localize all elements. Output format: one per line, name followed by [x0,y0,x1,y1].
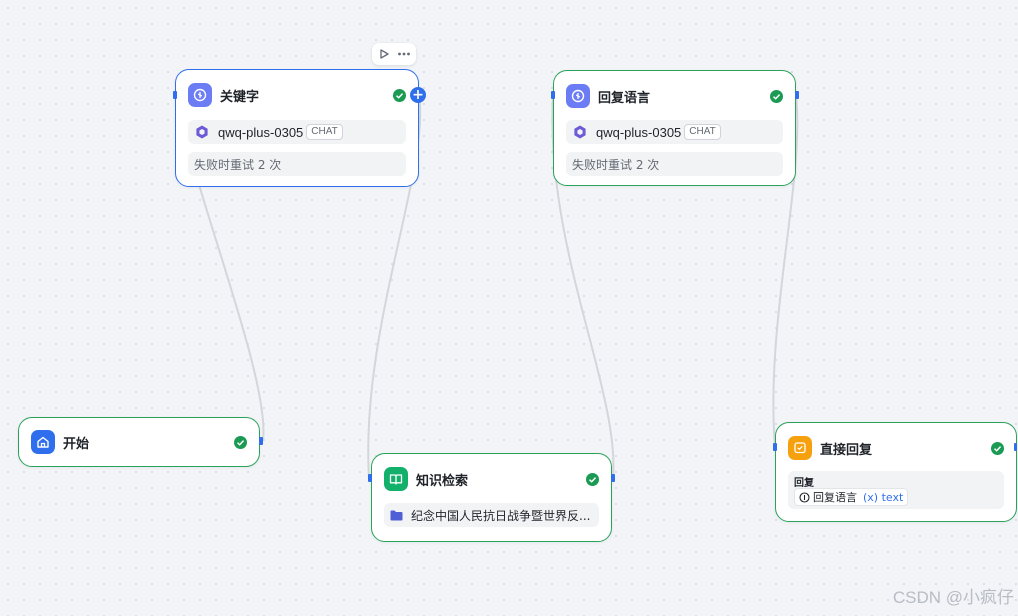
model-type-badge: CHAT [684,124,721,140]
watermark: CSDN @小疯仔 [892,588,1014,607]
input-handle[interactable] [551,91,555,99]
retry-text: 失败时重试 2 次 [194,157,282,172]
node-title: 直接回复 [820,442,873,458]
folder-icon [390,510,403,520]
node-title: 开始 [63,436,90,452]
model-name: qwq-plus-0305 [218,124,304,140]
check-success-icon [991,441,1004,455]
node-title: 回复语言 [598,90,651,106]
input-handle[interactable] [173,91,177,99]
knowledge-base-name: 纪念中国人民抗日战争暨世界反... [411,508,591,523]
input-handle[interactable] [368,474,372,482]
more-dots-icon[interactable] [397,48,411,60]
input-handle[interactable] [773,443,777,451]
node-start[interactable]: 开始 [18,417,260,467]
model-selector[interactable]: qwq-plus-0305 CHAT [188,120,406,144]
model-type-badge: CHAT [306,124,343,140]
check-success-icon [234,435,247,449]
check-success-icon [770,89,783,103]
retry-text: 失败时重试 2 次 [572,157,660,172]
qwen-model-icon [574,125,586,139]
reply-label: 回复 [794,478,814,489]
reply-content[interactable]: 回复 回复语言 (x) text [788,471,1004,509]
add-node-button[interactable]: + [410,87,426,103]
llm-small-icon [799,491,810,503]
output-handle[interactable] [611,474,615,482]
node-toolbar [372,43,416,65]
variable-chip[interactable]: 回复语言 (x) text [794,488,909,506]
check-success-icon [586,472,599,486]
node-title: 关键字 [220,89,260,105]
book-icon [384,467,408,491]
retry-setting: 失败时重试 2 次 [188,152,406,176]
variable-source: 回复语言 [813,491,857,504]
node-knowledge-retrieval[interactable]: 知识检索 纪念中国人民抗日战争暨世界反... [371,453,612,542]
output-handle[interactable] [1014,443,1017,451]
llm-icon [188,83,212,107]
qwen-model-icon [196,125,208,139]
check-success-icon [393,88,406,102]
retry-setting: 失败时重试 2 次 [566,152,783,176]
variable-name: (x) text [863,490,904,504]
home-icon [31,430,55,454]
node-reply-language[interactable]: 回复语言 qwq-plus-0305 CHAT 失败时重试 2 次 [553,70,796,186]
edge-reply-lang-to-direct-reply [772,94,799,448]
node-keyword[interactable]: 关键字 qwq-plus-0305 CHAT 失败时重试 2 次 [175,69,419,187]
output-handle[interactable] [795,91,799,99]
node-direct-reply[interactable]: 直接回复 回复 回复语言 (x) text [775,422,1017,522]
play-icon[interactable] [378,48,390,60]
model-selector[interactable]: qwq-plus-0305 CHAT [566,120,783,144]
output-handle[interactable] [259,437,263,445]
node-title: 知识检索 [416,473,469,489]
reply-icon [788,436,812,460]
llm-icon [566,84,590,108]
edge-keyword-to-knowledge [367,94,422,479]
knowledge-base-item[interactable]: 纪念中国人民抗日战争暨世界反... [384,503,599,527]
model-name: qwq-plus-0305 [596,124,682,140]
